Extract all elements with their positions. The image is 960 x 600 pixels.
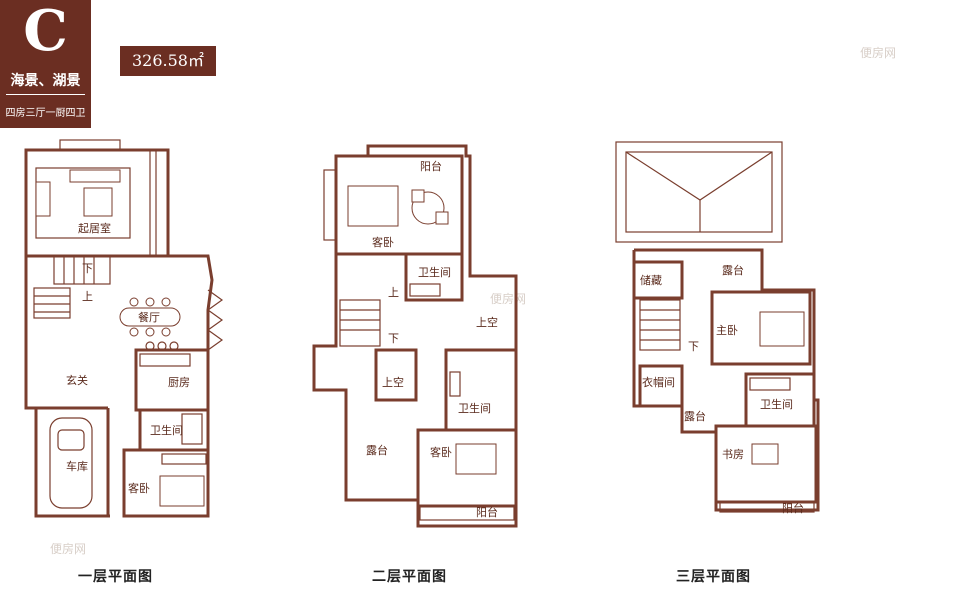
floor-2-plan <box>312 144 518 528</box>
label-f2-guest-a: 客卧 <box>372 235 394 249</box>
label-dining: 餐厅 <box>138 310 160 324</box>
chair <box>145 327 155 337</box>
master-bedroom-wall <box>710 290 812 366</box>
stair-steps <box>639 299 681 351</box>
label-f2-open-b: 上空 <box>382 375 404 389</box>
bath-a-wall <box>404 252 464 302</box>
staircase <box>33 255 111 319</box>
label-stairs-up: 上 <box>82 290 93 303</box>
wall <box>312 156 518 528</box>
label-f2-open-a: 上空 <box>476 315 498 329</box>
sofa <box>69 169 121 183</box>
layout-label: 四房三厅一厨四卫 <box>5 108 86 119</box>
bathtub <box>409 283 441 297</box>
floor-1-caption: 一层平面图 <box>78 569 153 585</box>
bathtub <box>749 377 791 391</box>
label-f3-terrace-small: 露台 <box>684 409 706 423</box>
floor-1-plan <box>24 139 224 518</box>
roof-outline <box>615 141 783 243</box>
label-stairs-down: 下 <box>82 262 93 275</box>
badge-divider <box>6 94 85 95</box>
balcony-rail <box>719 501 815 513</box>
roof-ridge <box>625 151 773 201</box>
chair <box>411 189 425 203</box>
watermark-top-right: 便房网 <box>860 46 897 60</box>
bed <box>347 185 399 227</box>
car <box>49 417 93 509</box>
dining-table <box>119 307 181 327</box>
bed <box>159 475 205 507</box>
chair <box>161 297 171 307</box>
stair-steps <box>33 287 71 319</box>
label-kitchen: 厨房 <box>168 376 190 389</box>
label-garage: 车库 <box>66 459 88 473</box>
label-f3-master: 主卧 <box>716 324 738 337</box>
bed <box>759 311 805 347</box>
roof-inner <box>625 151 773 233</box>
chair <box>145 297 155 307</box>
staircase <box>639 299 681 351</box>
label-f3-storage: 储藏 <box>640 273 662 287</box>
area-badge: 326.58㎡ <box>120 46 216 76</box>
label-entry: 玄关 <box>66 373 88 387</box>
chair <box>129 327 139 337</box>
unit-type-badge: C 海景、湖景 四房三厅一厨四卫 <box>0 0 91 128</box>
bed <box>455 443 497 475</box>
chair <box>161 327 171 337</box>
folding-door <box>206 289 224 351</box>
label-f2-balcony-bottom: 阳台 <box>476 505 498 519</box>
label-f2-balcony-top: 阳台 <box>420 159 442 173</box>
counter <box>139 353 191 367</box>
label-f3-bath: 卫生间 <box>760 397 793 411</box>
label-f3-terrace-top: 露台 <box>722 263 744 277</box>
stair-steps <box>53 255 111 285</box>
void-b-wall <box>374 348 418 402</box>
stair-steps <box>339 299 381 347</box>
floor-2-caption: 二层平面图 <box>372 569 447 585</box>
watermark-bottom-left: 便房网 <box>50 542 87 556</box>
unit-type-letter: C <box>23 0 68 64</box>
view-label: 海景、湖景 <box>10 73 81 89</box>
balcony-rail <box>419 505 515 521</box>
floor-3-plan <box>615 141 820 513</box>
stove-burner <box>157 341 167 351</box>
armchair <box>35 181 51 217</box>
chair <box>129 297 139 307</box>
wall <box>336 144 518 410</box>
window <box>323 169 337 241</box>
storage-wall <box>632 260 684 300</box>
shower <box>181 413 203 445</box>
bath-b-wall <box>444 348 518 432</box>
staircase <box>339 299 381 347</box>
label-bath: 卫生间 <box>150 423 183 437</box>
stove-burner <box>169 341 179 351</box>
bedroom-wall <box>122 448 210 518</box>
label-f3-study: 书房 <box>722 448 744 461</box>
label-f2-terrace: 露台 <box>366 443 388 457</box>
label-f3-balcony: 阳台 <box>782 501 804 515</box>
label-f3-wardrobe: 衣帽间 <box>642 375 675 389</box>
car-windshield <box>57 429 85 451</box>
wardrobe <box>161 453 207 465</box>
label-f2-up: 上 <box>388 286 399 299</box>
desk <box>751 443 779 465</box>
guest-room-a-wall <box>334 154 464 256</box>
floor-3-caption: 三层平面图 <box>676 569 751 585</box>
vanity <box>449 371 461 397</box>
label-living: 起居室 <box>78 221 111 235</box>
label-f2-down: 下 <box>388 332 399 345</box>
label-f3-down: 下 <box>688 340 699 353</box>
label-guest: 客卧 <box>128 481 150 495</box>
label-f2-bath-b: 卫生间 <box>458 401 491 415</box>
bay-window <box>59 139 121 151</box>
label-f2-bath-a: 卫生间 <box>418 265 451 279</box>
coffee-table <box>83 187 113 217</box>
stove-burner <box>145 341 155 351</box>
chair <box>435 211 449 225</box>
room-labels: 起居室 下 上 餐厅 玄关 厨房 卫生间 车库 客卧 阳台 客卧 卫生间 上 上… <box>66 159 804 519</box>
wardrobe-room-wall <box>638 364 684 408</box>
label-f2-guest-b: 客卧 <box>430 445 452 459</box>
